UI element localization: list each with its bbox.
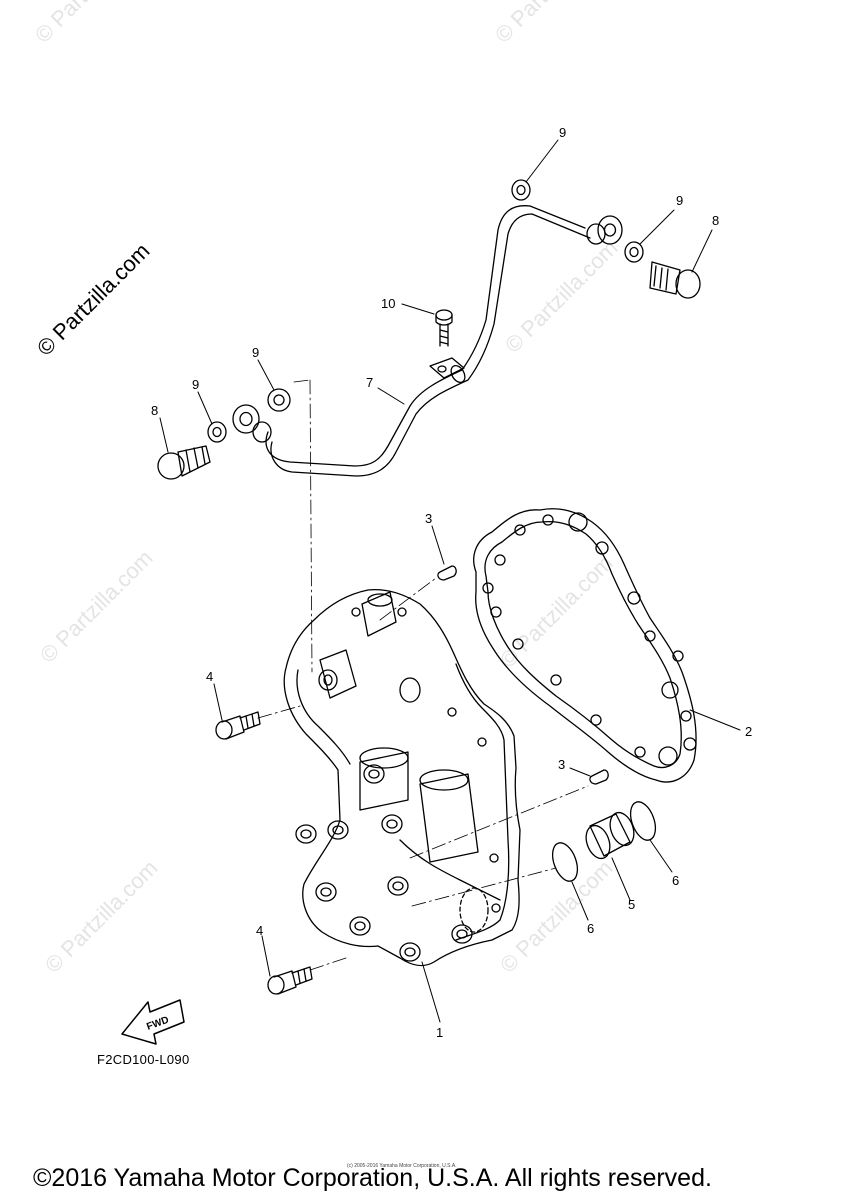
gasket <box>473 508 697 783</box>
pipe-bracket <box>429 309 465 379</box>
callout-number: 8 <box>151 403 159 418</box>
callout-number: 8 <box>712 213 720 228</box>
washer <box>207 179 644 443</box>
callout-number: 9 <box>559 125 567 140</box>
callout-number: 9 <box>192 377 200 392</box>
callout-number: 3 <box>425 511 433 526</box>
callout-number: 9 <box>676 193 684 208</box>
cover <box>283 588 521 967</box>
callout-number: 7 <box>366 375 374 390</box>
callout-number: 10 <box>381 296 396 311</box>
socket-bolt <box>215 711 313 995</box>
fineprint: (c) 2005-2016 Yamaha Motor Corporation, … <box>347 1163 457 1169</box>
alignment-lines <box>257 379 589 971</box>
callout-number: 3 <box>558 757 566 772</box>
fwd-arrow-icon: FWD <box>121 999 185 1045</box>
callout-number: 5 <box>628 897 636 912</box>
dowel-pin <box>437 565 609 785</box>
callout-number: 4 <box>206 669 214 684</box>
callout-number: 9 <box>252 345 260 360</box>
copyright-notice: ©2016 Yamaha Motor Corporation, U.S.A. A… <box>33 1164 712 1192</box>
union-bolt <box>157 261 701 480</box>
fwd-label: FWD <box>145 1015 170 1033</box>
diagram-code: F2CD100-L090 <box>97 1052 190 1067</box>
callout-number: 6 <box>672 873 680 888</box>
callout-number: 2 <box>745 724 753 739</box>
callout-number: 4 <box>256 923 264 938</box>
callout-number: 6 <box>587 921 595 936</box>
collar <box>585 811 635 860</box>
callout-number: 1 <box>436 1025 444 1040</box>
o-ring <box>551 801 657 882</box>
oil-pipe <box>232 205 623 477</box>
leader-lines <box>159 139 741 1023</box>
